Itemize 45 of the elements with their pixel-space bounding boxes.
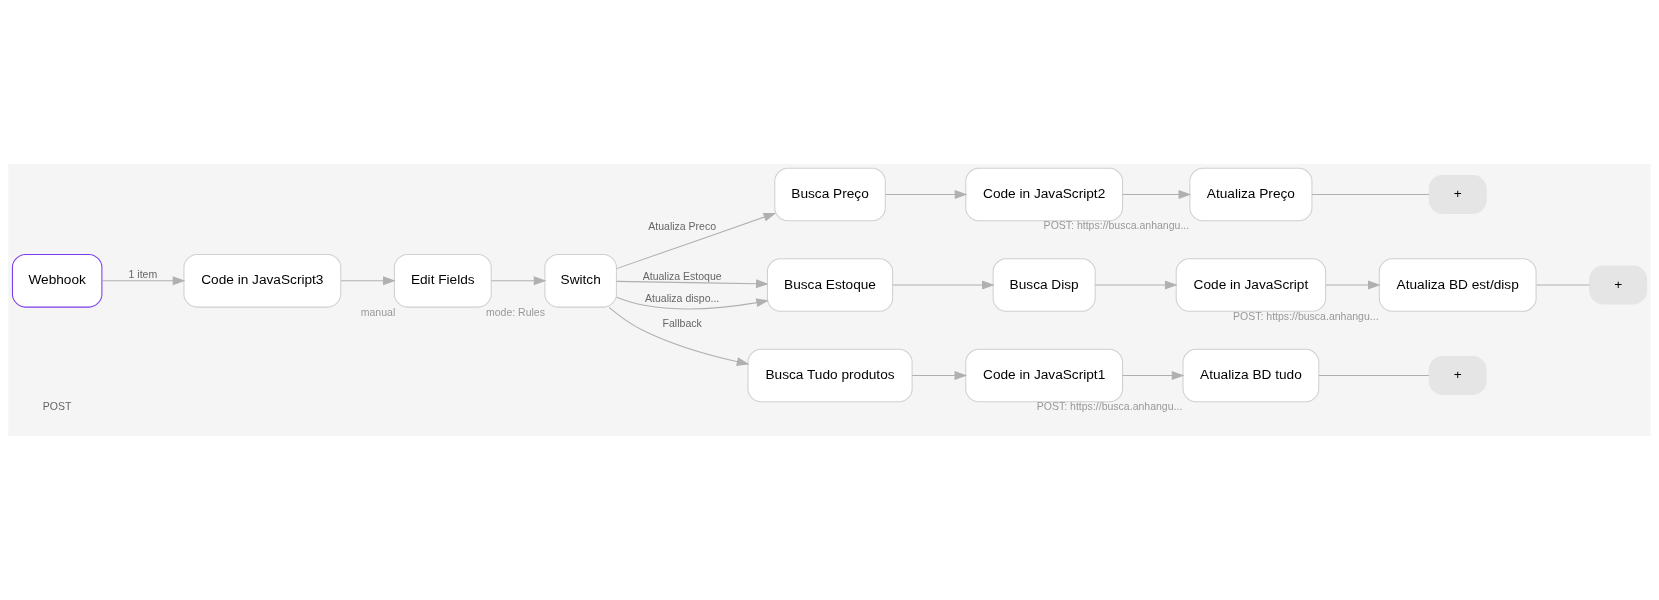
node-box: + <box>1428 356 1487 395</box>
node-box: Busca Preço <box>774 167 886 222</box>
arrow <box>892 280 995 290</box>
arrow <box>490 276 547 286</box>
arrow <box>1122 371 1185 380</box>
node-label: POST: https://busca.anhangu... <box>1233 309 1379 322</box>
edge-label: 1 item <box>128 267 158 280</box>
node-label: POST: https://busca.anhangu... <box>1043 219 1190 232</box>
arrow <box>1094 280 1178 290</box>
arrow <box>911 371 968 380</box>
node-box: Code in JavaScript1 <box>965 348 1124 403</box>
node-box: Code in JavaScript <box>1175 258 1327 312</box>
connector <box>1318 374 1430 377</box>
arrow <box>101 276 186 286</box>
connector <box>1536 284 1591 286</box>
node-box: Busca Tudo produtos <box>747 348 913 403</box>
arrow <box>616 212 777 270</box>
arrow <box>1122 190 1192 199</box>
arrow <box>884 190 968 199</box>
arrow <box>616 296 769 310</box>
arrow <box>608 306 750 366</box>
arrow <box>340 276 396 286</box>
node-box: Code in JavaScript2 <box>965 167 1124 222</box>
label: POST <box>42 399 72 412</box>
edge-label: Atualiza Estoque <box>642 269 722 282</box>
node-box: Busca Estoque <box>766 258 894 312</box>
arrow <box>616 279 769 289</box>
node-box: Edit Fields <box>393 253 492 308</box>
node-box: Atualiza BD est/disp <box>1378 258 1537 312</box>
node-label: POST: https://busca.anhangu... <box>1036 400 1183 413</box>
node-box: Webhook <box>11 253 103 308</box>
node-box: + <box>1428 175 1487 214</box>
edge-label: Atualiza Preco <box>648 220 717 233</box>
edge-label: Atualiza dispo... <box>645 291 720 304</box>
node-box: Code in JavaScript3 <box>183 253 342 308</box>
node-label: mode: Rules <box>485 305 545 318</box>
node-label: manual <box>360 305 396 318</box>
node-box: + <box>1589 265 1648 305</box>
connector <box>1311 194 1430 196</box>
edge-label: Fallback <box>662 317 702 330</box>
node-box: Switch <box>544 253 617 308</box>
node-box: Busca Disp <box>992 258 1096 312</box>
arrow <box>1325 280 1381 290</box>
node-box: Atualiza BD tudo <box>1182 348 1320 403</box>
node-box: Atualiza Preço <box>1189 167 1313 222</box>
